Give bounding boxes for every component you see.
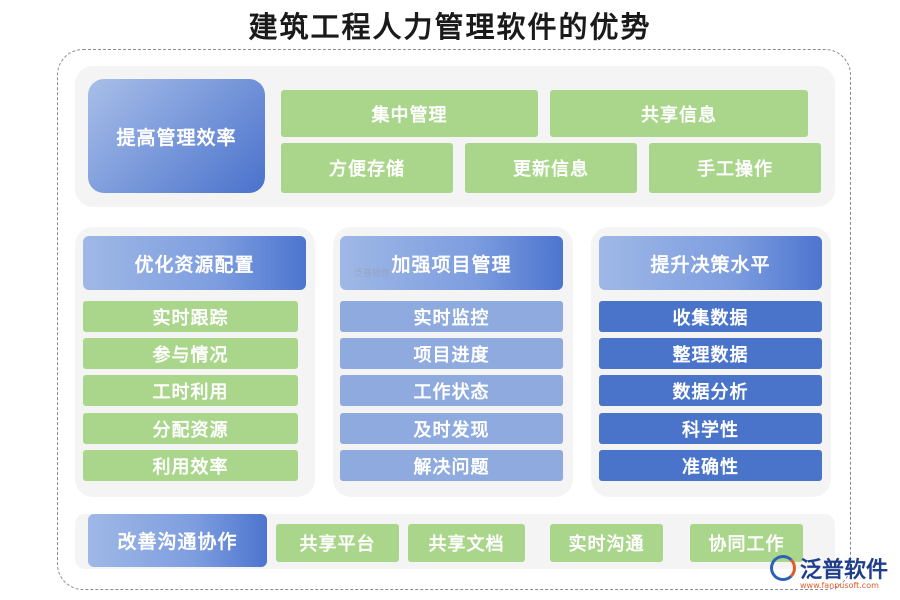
efficiency-item: 更新信息 — [465, 143, 637, 193]
decisions-item: 收集数据 — [599, 301, 822, 332]
efficiency-item: 集中管理 — [281, 90, 538, 137]
dashed-frame — [57, 49, 851, 590]
watermark: 泛普软件 — [354, 269, 391, 279]
communication-item: 共享文档 — [408, 524, 525, 562]
projects-item: 解决问题 — [340, 450, 563, 481]
projects-item: 实时监控 — [340, 301, 563, 332]
communication-item: 实时沟通 — [550, 524, 663, 562]
efficiency-item: 方便存储 — [281, 143, 453, 193]
communication-item: 协同工作 — [690, 524, 803, 562]
brand-logo: 泛普软件 — [770, 552, 888, 584]
efficiency-item: 手工操作 — [649, 143, 821, 193]
decisions-item: 整理数据 — [599, 338, 822, 369]
efficiency-heading: 提高管理效率 — [88, 79, 265, 193]
resources-item: 工时利用 — [83, 375, 298, 406]
communication-item: 共享平台 — [276, 524, 399, 562]
resources-item: 实时跟踪 — [83, 301, 298, 332]
resources-item: 利用效率 — [83, 450, 298, 481]
decisions-item: 数据分析 — [599, 375, 822, 406]
logo-name: 泛普软件 — [800, 558, 889, 583]
decisions-heading: 提升决策水平 — [599, 236, 822, 290]
decisions-item: 科学性 — [599, 413, 822, 444]
page-title: 建筑工程人力管理软件的优势 — [248, 10, 652, 44]
resources-item: 分配资源 — [83, 413, 298, 444]
resources-item: 参与情况 — [83, 338, 298, 369]
projects-item: 及时发现 — [340, 413, 563, 444]
logo-url: www.fanpusoft.com — [800, 581, 879, 590]
efficiency-item: 共享信息 — [550, 90, 808, 137]
communication-heading: 改善沟通协作 — [88, 514, 267, 567]
logo-icon — [770, 555, 796, 581]
projects-item: 项目进度 — [340, 338, 563, 369]
decisions-item: 准确性 — [599, 450, 822, 481]
resources-heading: 优化资源配置 — [83, 236, 306, 290]
projects-item: 工作状态 — [340, 375, 563, 406]
projects-heading: 加强项目管理 — [340, 236, 563, 290]
